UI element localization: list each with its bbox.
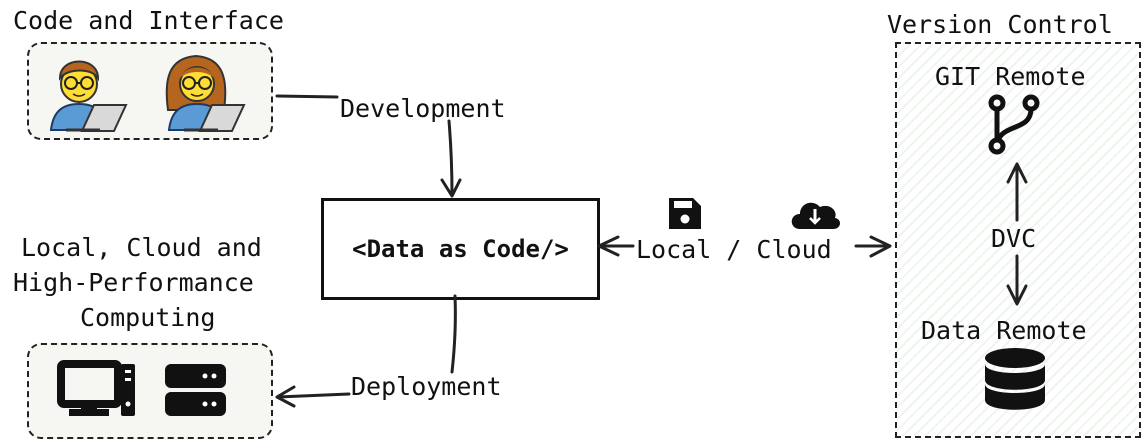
deployment-connector: [450, 294, 457, 374]
deployment-arrow: [276, 392, 351, 399]
dvc-up-arrowhead: [1006, 162, 1028, 184]
development-arrowhead: [440, 178, 462, 198]
local-cloud-label: Local / Cloud: [636, 235, 832, 264]
version-control-panel: [895, 42, 1141, 438]
development-connector: [275, 94, 339, 99]
local-cloud-right-arrowhead: [869, 235, 892, 258]
development-arrow: [447, 119, 454, 197]
database-icon: [985, 348, 1045, 410]
development-label: Development: [340, 94, 506, 123]
deployment-arrowhead: [275, 385, 296, 408]
version-control-title: Version Control: [887, 10, 1113, 39]
desktop-computer-icon: [57, 360, 135, 416]
data-as-code-label: <Data as Code/>: [352, 235, 569, 263]
cloud-download-icon: [791, 202, 841, 229]
woman-technologist-icon: [165, 54, 246, 132]
compute-title-line-2: High-Performance: [13, 268, 254, 297]
data-remote-label: Data Remote: [921, 316, 1087, 345]
deployment-label: Deployment: [351, 372, 502, 401]
server-icon: [165, 364, 226, 416]
data-as-code-box: <Data as Code/>: [321, 198, 600, 300]
dvc-down-arrowhead: [1006, 284, 1028, 306]
git-remote-label: GIT Remote: [935, 62, 1086, 91]
compute-title-line-1: Local, Cloud and: [21, 233, 262, 262]
code-interface-title: Code and Interface: [13, 6, 284, 35]
git-branch-icon: [988, 94, 1040, 155]
man-technologist-icon: [49, 60, 128, 132]
compute-title-line-3: Computing: [80, 303, 216, 332]
floppy-disk-icon: [669, 198, 701, 229]
dvc-label: DVC: [991, 224, 1037, 253]
